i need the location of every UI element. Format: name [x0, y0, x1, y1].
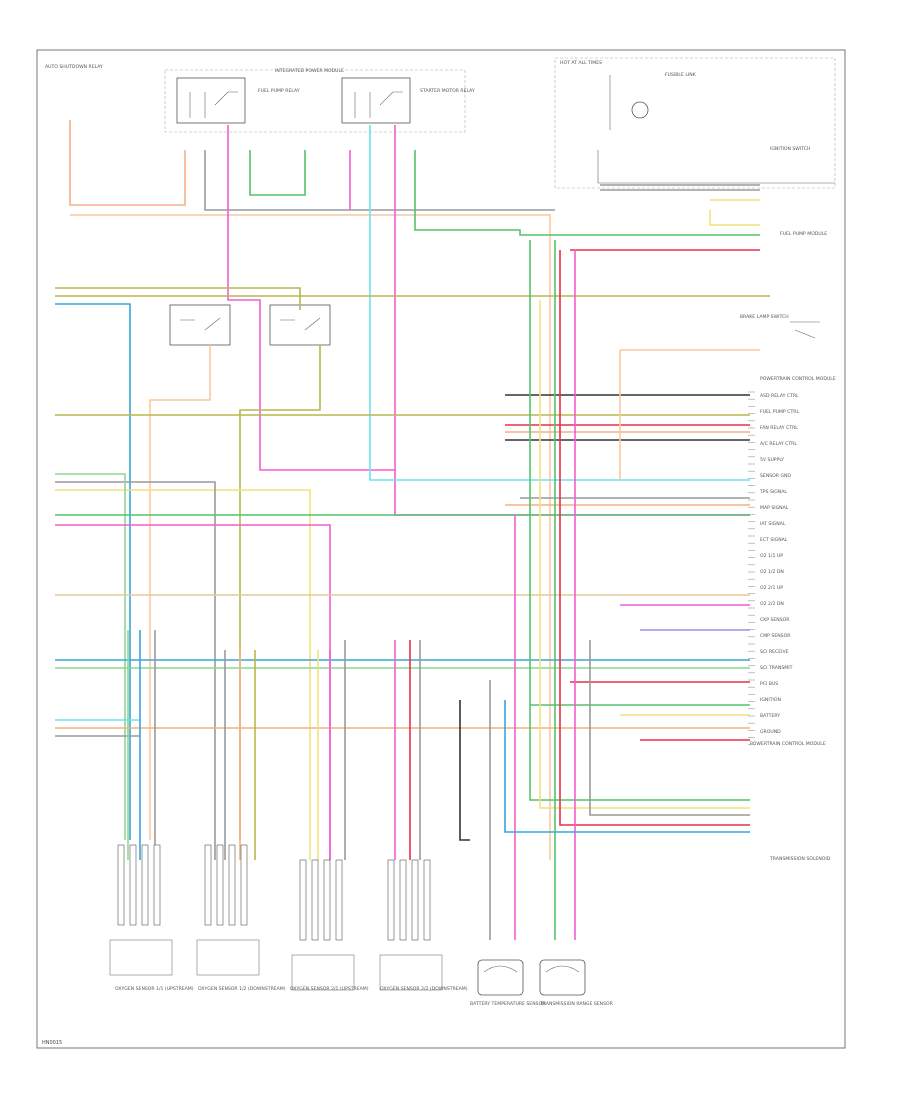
- wire-blue-left: [55, 303, 131, 840]
- sensor-pin: [411, 859, 419, 941]
- wire-green-vert: [529, 240, 750, 801]
- pcm-pin-label: TPS SIGNAL: [759, 489, 787, 495]
- wire-red-vert: [559, 250, 750, 826]
- label-pcm-bottom: POWERTRAIN CONTROL MODULE: [750, 741, 826, 747]
- starter-relay-right: [554, 57, 836, 189]
- fuse-block-right: [341, 77, 411, 124]
- sensor-pin: [399, 859, 407, 941]
- sensor-body: [109, 939, 173, 976]
- label-fuel-pump-module: FUEL PUMP MODULE: [780, 231, 827, 237]
- sensor-connectors: [109, 844, 443, 991]
- pcm-pin-label: GROUND: [760, 729, 781, 735]
- transmission-range-sensor: [539, 959, 586, 996]
- label-sensor-3: OXYGEN SENSOR 2/1 (UPSTREAM): [290, 986, 369, 992]
- label-fuel-pump-relay: FUEL PUMP RELAY: [258, 88, 300, 94]
- label-fusible-link: FUSIBLE LINK: [665, 72, 697, 78]
- label-transmission-solenoid: TRANSMISSION SOLENOID: [769, 856, 831, 862]
- label-sensor-1: OXYGEN SENSOR 1/1 (UPSTREAM): [115, 986, 194, 992]
- sensor-body: [379, 954, 443, 991]
- label-sensor-2: OXYGEN SENSOR 1/2 (DOWNSTREAM): [198, 986, 286, 992]
- diagram-border: [36, 49, 846, 1049]
- wire-orange-top: [69, 120, 186, 206]
- sensor-pin: [216, 844, 224, 926]
- pcm-pin-label: FUEL PUMP CTRL: [760, 409, 799, 415]
- sensor-pin: [141, 844, 149, 926]
- fuse-block-left: [176, 77, 246, 124]
- sensor-pin: [335, 859, 343, 941]
- wire-orange-long: [70, 214, 551, 860]
- pcm-pin-label: CKP SENSOR: [760, 617, 790, 623]
- relay-pair-left: [169, 304, 331, 346]
- label-sensor-4: OXYGEN SENSOR 2/2 (DOWNSTREAM): [380, 986, 468, 992]
- sensor-pin: [129, 844, 137, 926]
- pcm-pin-label: FAN RELAY CTRL: [760, 425, 798, 431]
- pcm-pin-label: PCI BUS: [760, 681, 778, 687]
- pcm-pin-label: O2 1/2 DN: [760, 569, 784, 575]
- wire-black-vert: [459, 700, 470, 841]
- pcm-pin-label: 5V SUPPLY: [760, 457, 784, 463]
- wire-green-mid: [55, 473, 126, 840]
- wire-orange-relay-l: [149, 345, 211, 840]
- ignition-switch: [790, 321, 820, 339]
- pcm-pin-label: O2 1/1 UP: [760, 553, 783, 559]
- wire-green-topright: [414, 150, 760, 236]
- wire-pink-mid: [55, 524, 331, 860]
- pcm-pin-label: CMP SENSOR: [760, 633, 791, 639]
- pcm-connector-pins: ASD RELAY CTRL FUEL PUMP CTRL FAN RELAY CT…: [748, 391, 799, 746]
- label-hot-at-all-times: HOT AT ALL TIMES: [560, 60, 602, 66]
- sensor-body: [196, 939, 260, 976]
- pcm-pin-label: ECT SIGNAL: [760, 537, 788, 543]
- sensor-pin: [240, 844, 248, 926]
- pcm-pin-label: IGNITION: [760, 697, 781, 703]
- pcm-pin-label: BATTERY: [760, 713, 780, 719]
- pcm-pin-label: ASD RELAY CTRL: [760, 393, 799, 399]
- integrated-power-module-outline: [164, 69, 466, 133]
- wire-cyan-main: [369, 125, 750, 481]
- wire-olive-bus1: [55, 287, 301, 310]
- wire-gray-top: [204, 150, 555, 211]
- battery-temp-sensor: [477, 959, 524, 996]
- wire-gray-vert: [589, 640, 750, 816]
- sensor-body: [291, 954, 355, 991]
- wire-orange-brake: [619, 349, 760, 480]
- sensor-pin: [387, 859, 395, 941]
- label-ignition-switch: IGNITION SWITCH: [770, 146, 810, 152]
- pcm-pin-label: IAT SIGNAL: [760, 521, 786, 527]
- wire-green-top: [249, 150, 306, 196]
- pcm-pin-label: O2 2/1 UP: [760, 585, 783, 591]
- pcm-pin-label: MAP SIGNAL: [760, 505, 789, 511]
- label-pcm-top: POWERTRAIN CONTROL MODULE: [760, 376, 836, 382]
- wire-gray-mid: [55, 481, 216, 860]
- wire-yellow-mid: [55, 489, 311, 860]
- wire-blue-vert: [504, 700, 750, 833]
- pcm-pin-label: SENSOR GND: [760, 473, 791, 479]
- wires: [55, 120, 770, 940]
- sensor-pin: [423, 859, 431, 941]
- sensor-pin: [204, 844, 212, 926]
- pcm-pin-label: SCI TRANSMIT: [760, 665, 793, 671]
- figure-id: HN0015: [42, 1040, 62, 1046]
- sensor-pin: [311, 859, 319, 941]
- wire-olive-relay-r: [239, 345, 321, 840]
- sensor-pin: [228, 844, 236, 926]
- sensor-pin: [299, 859, 307, 941]
- sensor-pin: [117, 844, 125, 926]
- label-integrated-power-module: INTEGRATED POWER MODULE: [275, 68, 344, 74]
- label-auto-shutdown-relay: AUTO SHUTDOWN RELAY: [45, 64, 103, 70]
- wire-yellow-right: [709, 199, 760, 226]
- sensor-pin: [323, 859, 331, 941]
- label-brake-lamp-switch: BRAKE LAMP SWITCH: [740, 314, 789, 320]
- label-starter-relay: STARTER MOTOR RELAY: [420, 88, 475, 94]
- sensor-pin: [153, 844, 161, 926]
- label-sensor-6: TRANSMISSION RANGE SENSOR: [539, 1001, 614, 1007]
- pcm-pin-label: A/C RELAY CTRL: [760, 441, 797, 447]
- pcm-pin-label: SCI RECEIVE: [760, 649, 789, 655]
- label-sensor-5: BATTERY TEMPERATURE SENSOR: [470, 1001, 546, 1007]
- wire-gray-right: [600, 184, 760, 191]
- wire-yellow-vert: [539, 300, 750, 809]
- pcm-pin-label: O2 2/2 DN: [760, 601, 784, 607]
